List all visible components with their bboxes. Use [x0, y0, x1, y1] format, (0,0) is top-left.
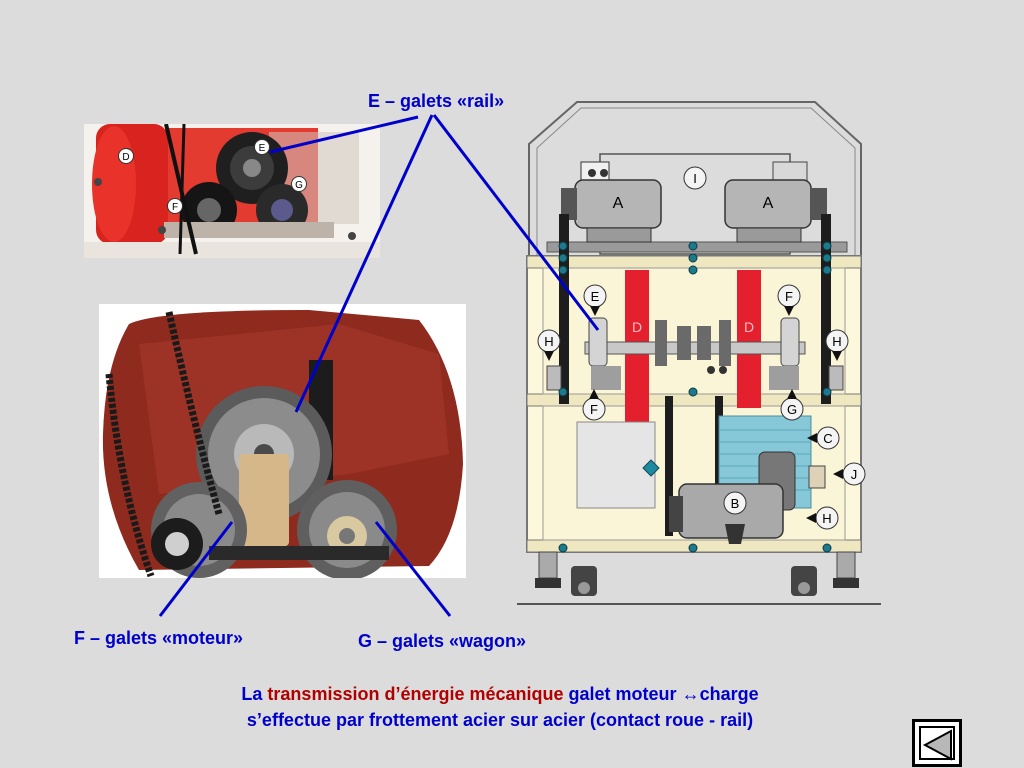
caption: La transmission d’énergie mécanique gale… [120, 681, 880, 733]
back-triangle-icon [922, 729, 952, 761]
marker-g: G [295, 180, 303, 191]
machine-label-h-left: H [544, 334, 553, 349]
machine-label-i: I [693, 171, 697, 186]
photo-main-drawing [99, 304, 466, 578]
label-g-wagon-rollers: G – galets «wagon» [358, 631, 527, 651]
marker-e: E [259, 143, 266, 154]
machine-label-a-left: A [613, 195, 624, 212]
photo-top-rollers: D E F G [84, 124, 380, 258]
caption-highlight: transmission d’énergie mécanique [267, 684, 564, 704]
label-f-motor-rollers: F – galets «moteur» [74, 628, 244, 648]
caption-line2: s’effectue par frottement acier sur acie… [246, 710, 754, 730]
machine-schematic: I A A D D B [517, 101, 881, 605]
machine-label-b: B [731, 496, 740, 511]
machine-label-d-right: D [744, 319, 754, 335]
back-button-frame [919, 726, 955, 761]
machine-label-e: E [591, 289, 600, 304]
caption-prefix: La [241, 684, 268, 704]
machine-label-a-right: A [763, 195, 774, 212]
back-button[interactable] [912, 719, 962, 767]
machine-label-h-right: H [832, 334, 841, 349]
caption-middle: galet moteur [563, 684, 682, 704]
marker-d: D [122, 152, 129, 163]
caption-after-arrow: charge [699, 684, 759, 704]
photo-closeup-rollers [99, 304, 466, 578]
machine-label-h-bottom: H [822, 511, 831, 526]
caption-arrow: ↔ [681, 684, 700, 704]
machine-label-d-left: D [632, 319, 642, 335]
label-e-rail-rollers: E – galets «rail» [368, 91, 505, 111]
machine-label-g: G [787, 402, 797, 417]
machine-label-f-top: F [785, 289, 793, 304]
marker-f: F [172, 202, 178, 213]
photo-top-drawing: D E F G [84, 124, 380, 258]
machine-label-f-bottom: F [590, 402, 598, 417]
machine-label-c: C [823, 431, 832, 446]
machine-label-j: J [851, 467, 858, 482]
